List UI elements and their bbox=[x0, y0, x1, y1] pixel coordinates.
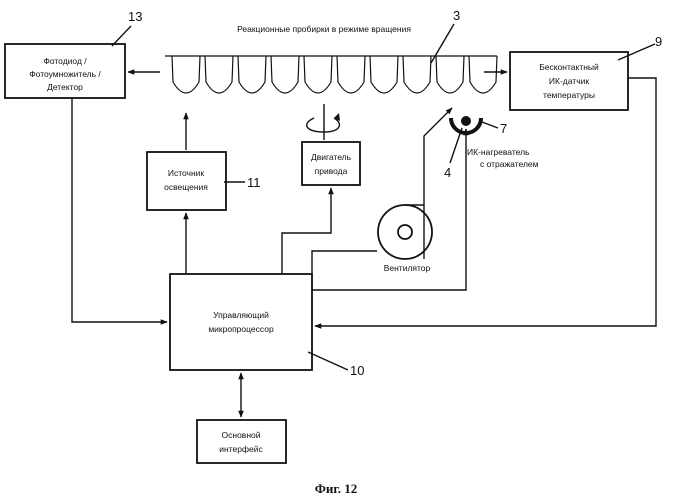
ref-number-13: 13 bbox=[128, 9, 142, 24]
motor-box bbox=[302, 142, 360, 185]
rotation-arrow-icon bbox=[307, 104, 340, 140]
ir-heater-label-2: с отражателем bbox=[480, 159, 539, 169]
reaction-tube bbox=[370, 56, 398, 93]
reaction-tube bbox=[436, 56, 464, 93]
fan-label: Вентилятор bbox=[384, 263, 431, 273]
reaction-tube bbox=[238, 56, 266, 93]
cpu-label-1: Управляющий bbox=[213, 310, 269, 320]
light-source-label-2: освещения bbox=[164, 182, 208, 192]
reaction-tube bbox=[469, 56, 497, 93]
interface-box bbox=[197, 420, 286, 463]
fan-icon bbox=[378, 205, 432, 259]
interface-label-2: интерфейс bbox=[219, 444, 263, 454]
ref-number-3: 3 bbox=[453, 8, 460, 23]
reaction-tube bbox=[403, 56, 431, 93]
reaction-tube bbox=[337, 56, 365, 93]
reaction-tube bbox=[304, 56, 332, 93]
ref-number-11: 11 bbox=[247, 175, 261, 190]
detector-label-2: Фотоумножитель / bbox=[29, 69, 101, 79]
motor-label-1: Двигатель bbox=[311, 152, 352, 162]
ir-sensor-label-1: Бесконтактный bbox=[539, 62, 599, 72]
reaction-tube bbox=[205, 56, 233, 93]
reaction-tube bbox=[271, 56, 299, 93]
figure-caption: Фиг. 12 bbox=[315, 481, 358, 496]
tubes-title: Реакционные пробирки в режиме вращения bbox=[237, 24, 411, 34]
ref-number-7: 7 bbox=[500, 121, 507, 136]
cpu-label-2: микропроцессор bbox=[208, 324, 274, 334]
light-source-box bbox=[147, 152, 226, 210]
detector-label-1: Фотодиод / bbox=[43, 56, 87, 66]
ref-number-9: 9 bbox=[655, 34, 662, 49]
ref-number-10: 10 bbox=[350, 363, 364, 378]
ir-heater-label-1: ИК-нагреватель bbox=[467, 147, 530, 157]
detector-label-3: Детектор bbox=[47, 82, 83, 92]
reaction-tube bbox=[172, 56, 200, 93]
motor-label-2: привода bbox=[315, 166, 348, 176]
reaction-tubes bbox=[165, 56, 497, 93]
interface-label-1: Основной bbox=[222, 430, 261, 440]
ir-sensor-label-2: ИК-датчик bbox=[549, 76, 589, 86]
cpu-box bbox=[170, 274, 312, 370]
light-source-label-1: Источник bbox=[168, 168, 205, 178]
ref-number-4: 4 bbox=[444, 165, 451, 180]
ir-sensor-label-3: температуры bbox=[543, 90, 595, 100]
